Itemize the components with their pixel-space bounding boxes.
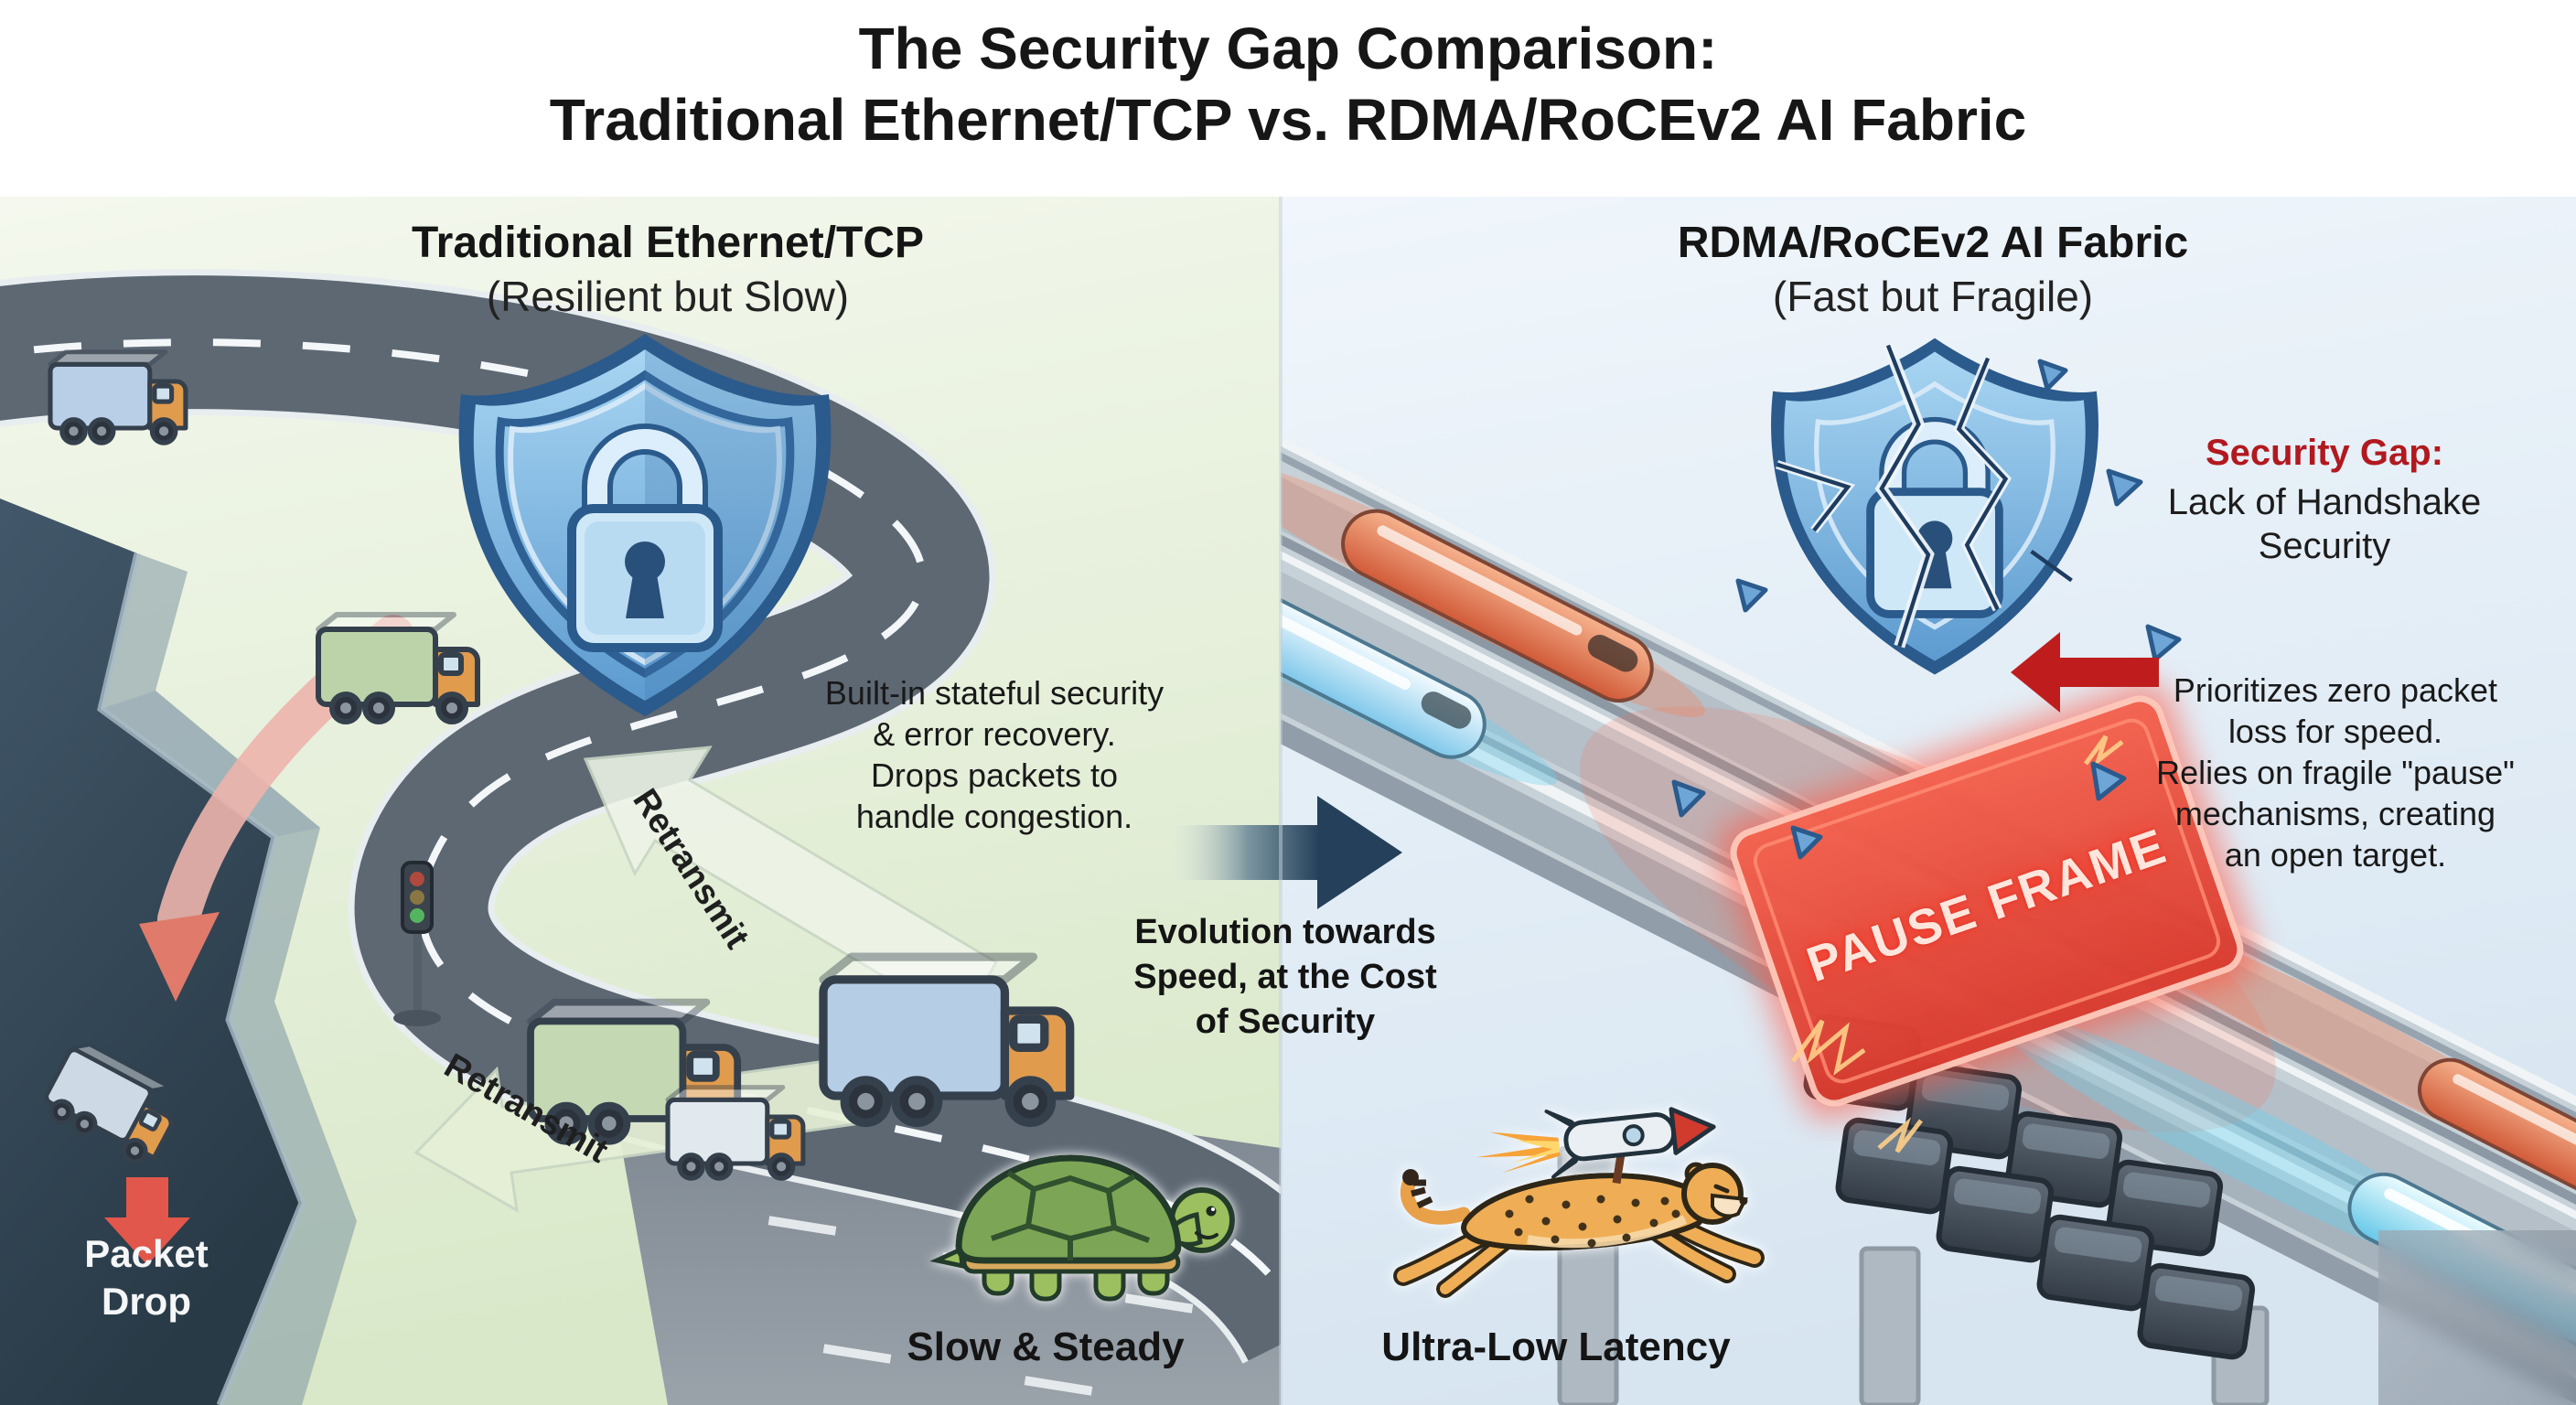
train-icon <box>1281 460 1705 718</box>
shield-lock-icon <box>458 334 832 716</box>
right-panel-body-text: Prioritizes zero packet loss for speed. … <box>2156 671 2515 874</box>
security-gap-title: Security Gap: <box>2205 433 2444 473</box>
broken-shield-lock-icon <box>1771 338 2098 675</box>
right-panel-heading: RDMA/RoCEv2 AI Fabric <box>1677 219 2189 267</box>
watermark-blur-patch <box>2378 1230 2576 1405</box>
packet-drop-label: Packet Drop <box>84 1232 209 1323</box>
pause-frame-sign <box>1716 681 2258 1121</box>
cliff-illustration <box>0 499 357 1405</box>
train-icon <box>1281 512 1558 786</box>
left-panel-heading: Traditional Ethernet/TCP <box>411 219 925 267</box>
left-panel-subheading: (Resilient but Slow) <box>486 273 850 320</box>
left-panel-body-text: Built-in stateful security & error recov… <box>824 674 1165 835</box>
panel-divider <box>1279 197 1283 1405</box>
page-title-line2: Traditional Ethernet/TCP vs. RDMA/RoCEv2… <box>549 87 2027 153</box>
ultra-low-latency-caption: Ultra-Low Latency <box>1381 1325 1731 1369</box>
right-arrow-icon <box>1175 796 1402 909</box>
slow-steady-caption: Slow & Steady <box>907 1325 1185 1369</box>
shield-fragments <box>1671 359 2182 860</box>
spark-cracks <box>1790 735 2124 1153</box>
evolution-caption: Evolution towards Speed, at the Cost of … <box>1133 913 1437 1041</box>
left-panel-illustration <box>0 197 1281 1405</box>
security-gap-body: Lack of Handshake Security <box>2167 482 2482 566</box>
red-left-arrow-icon <box>2011 632 2159 713</box>
right-panel-subheading: (Fast but Fragile) <box>1772 273 2094 320</box>
turtle-icon <box>929 1154 1235 1302</box>
page-title-line1: The Security Gap Comparison: <box>858 16 1718 81</box>
cheetah-rocket-icon <box>1393 1107 1765 1298</box>
traffic-light-icon <box>393 861 441 1026</box>
packet-drop-down-arrow-icon <box>104 1177 190 1265</box>
